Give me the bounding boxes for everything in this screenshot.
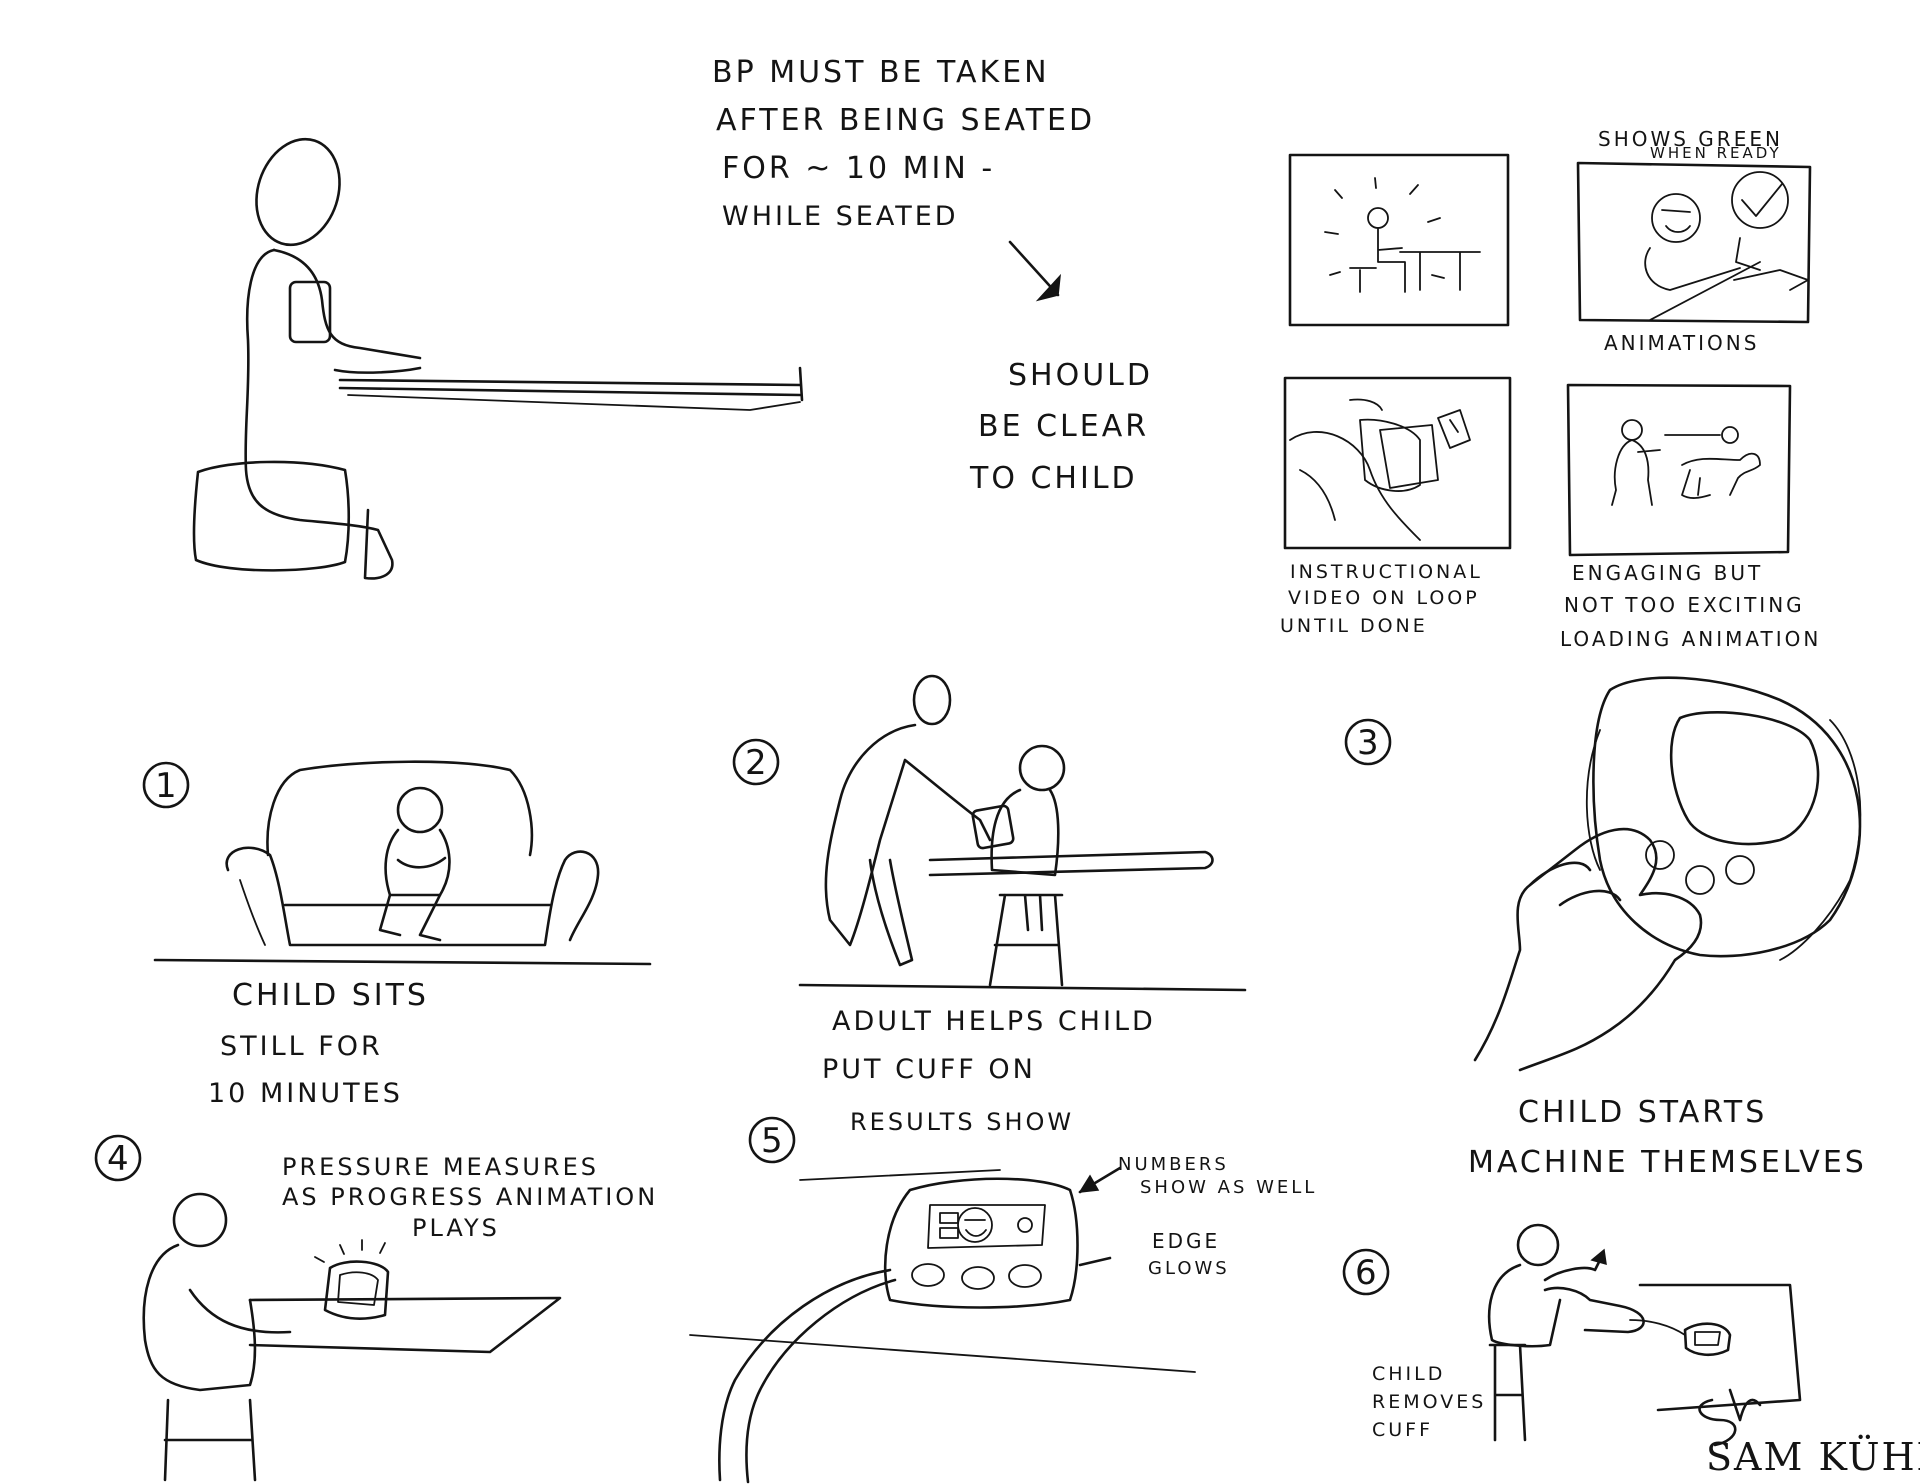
step-2-adult-child-sketch (824, 674, 1214, 987)
svg-text:UNTIL DONE: UNTIL DONE (1280, 615, 1428, 637)
step-4: 4 PRESSURE MEASURES AS PROGRESS ANIMATIO… (94, 1134, 658, 1482)
svg-text:AS PROGRESS ANIMATION: AS PROGRESS ANIMATION (282, 1183, 658, 1211)
svg-text:PRESSURE MEASURES: PRESSURE MEASURES (282, 1153, 599, 1181)
panel-loading-animation: ENGAGING BUT NOT TOO EXCITING LOADING AN… (1560, 383, 1821, 651)
arrow-down-right-icon (1008, 240, 1061, 302)
panel-seated-glow (1288, 153, 1510, 327)
svg-text:LOADING ANIMATION: LOADING ANIMATION (1560, 627, 1821, 651)
svg-text:ANIMATIONS: ANIMATIONS (1604, 331, 1759, 355)
svg-text:2: 2 (745, 743, 767, 783)
svg-text:NOT TOO EXCITING: NOT TOO EXCITING (1564, 593, 1805, 617)
signature: SAM KÜHN (1698, 1388, 1920, 1479)
svg-text:PUT CUFF ON: PUT CUFF ON (822, 1054, 1036, 1085)
svg-text:TO CHILD: TO CHILD (969, 461, 1138, 496)
svg-text:AFTER BEING SEATED: AFTER BEING SEATED (716, 103, 1095, 138)
hero-seated-figure-sketch (192, 137, 804, 580)
clarity-note: SHOULD BE CLEAR TO CHILD (969, 358, 1153, 496)
svg-text:MACHINE THEMSELVES: MACHINE THEMSELVES (1468, 1145, 1867, 1180)
svg-text:CUFF: CUFF (1372, 1419, 1433, 1441)
svg-text:10 MINUTES: 10 MINUTES (208, 1078, 403, 1109)
header-note: BP MUST BE TAKEN AFTER BEING SEATED FOR … (712, 55, 1095, 232)
svg-text:BP MUST BE TAKEN: BP MUST BE TAKEN (712, 55, 1050, 90)
step-6-child-removes-cuff-sketch (1487, 1223, 1802, 1442)
svg-text:EDGE: EDGE (1152, 1229, 1220, 1253)
step-4-child-device-sketch (142, 1192, 562, 1482)
svg-text:CHILD SITS: CHILD SITS (232, 978, 429, 1013)
svg-text:CHILD: CHILD (1372, 1363, 1445, 1385)
svg-text:REMOVES: REMOVES (1372, 1391, 1486, 1413)
step-3-device-hand-sketch (1473, 676, 1862, 1072)
svg-text:1: 1 (155, 766, 177, 806)
svg-text:WHEN READY: WHEN READY (1650, 144, 1782, 162)
svg-text:RESULTS SHOW: RESULTS SHOW (850, 1108, 1074, 1136)
svg-text:PLAYS: PLAYS (412, 1214, 500, 1242)
step-6: 6 CHILD REMOVES CUFF (1342, 1223, 1802, 1442)
svg-text:SHOW AS WELL: SHOW AS WELL (1140, 1177, 1317, 1198)
step-2: 2 ADULT HELPS CHILD PUT CUFF ON (732, 674, 1247, 1085)
svg-text:CHILD STARTS: CHILD STARTS (1518, 1095, 1767, 1130)
step-5-device-results-sketch (689, 1166, 1196, 1484)
svg-text:ENGAGING BUT: ENGAGING BUT (1572, 561, 1763, 585)
svg-text:FOR ~ 10 MIN -: FOR ~ 10 MIN - (722, 151, 995, 186)
svg-text:ADULT HELPS CHILD: ADULT HELPS CHILD (832, 1006, 1156, 1037)
svg-text:SHOWS GREEN: SHOWS GREEN (1598, 127, 1783, 151)
svg-text:BE CLEAR: BE CLEAR (978, 409, 1149, 444)
step-3: 3 CHILD STARTS MACHINE THEMSELVES (1344, 676, 1867, 1180)
svg-text:SHOULD: SHOULD (1008, 358, 1153, 393)
panel-instructional-video: INSTRUCTIONAL VIDEO ON LOOP UNTIL DONE (1280, 376, 1512, 637)
step-5: 5 RESULTS SHOW NUMBERS SHOW AS WELL EDGE… (689, 1108, 1317, 1484)
svg-text:SAM KÜHN: SAM KÜHN (1706, 1435, 1920, 1479)
panel-shows-green: SHOWS GREEN WHEN READY ANIMATIONS (1576, 127, 1812, 355)
svg-text:STILL FOR: STILL FOR (220, 1031, 383, 1062)
svg-text:NUMBERS: NUMBERS (1118, 1154, 1229, 1175)
step-1: 1 CHILD SITS STILL FOR 10 MINUTES (142, 760, 652, 1109)
svg-text:VIDEO ON LOOP: VIDEO ON LOOP (1288, 587, 1480, 609)
svg-text:6: 6 (1355, 1253, 1377, 1293)
step-1-sofa-sketch (225, 760, 600, 947)
svg-text:WHILE SEATED: WHILE SEATED (722, 201, 959, 232)
svg-text:3: 3 (1357, 723, 1379, 763)
svg-text:5: 5 (761, 1121, 783, 1161)
svg-text:GLOWS: GLOWS (1148, 1258, 1230, 1279)
svg-text:INSTRUCTIONAL: INSTRUCTIONAL (1290, 561, 1483, 583)
svg-text:4: 4 (107, 1139, 129, 1179)
